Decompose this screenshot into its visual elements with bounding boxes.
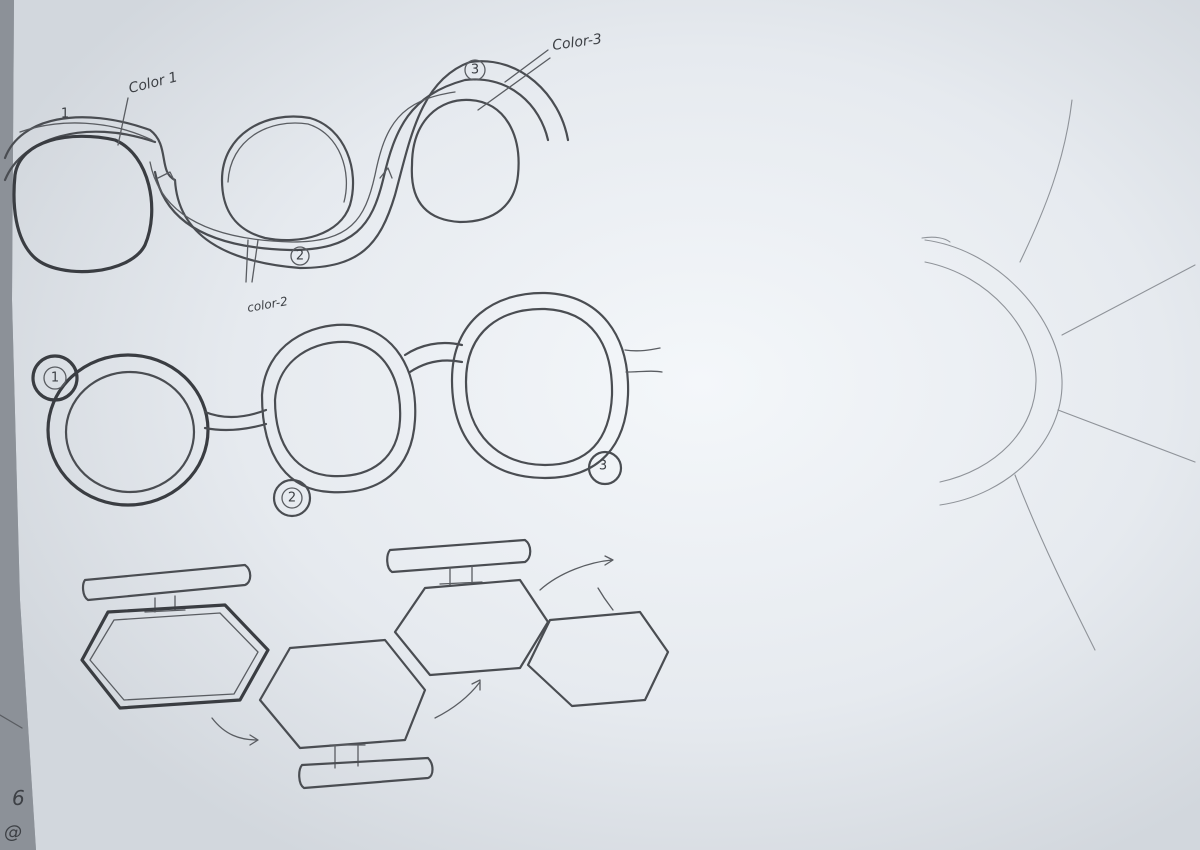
hex-lens-1 (80, 603, 270, 710)
under-sheet-digit: 6 (12, 786, 25, 810)
round-temple-end (624, 347, 663, 373)
wavy-lens-left (12, 134, 154, 274)
wavy-lens-middle-inner (227, 122, 348, 203)
round-lens-left-inner (64, 370, 196, 494)
faint-ray-2 (1061, 264, 1196, 336)
round-part-number-3: 3 (599, 459, 607, 474)
wavy-frame-band-line-2 (19, 122, 153, 141)
wavy-frame-notch-left (157, 171, 176, 183)
under-sheet-mark (0, 714, 23, 729)
round-part-number-1: 1 (51, 371, 59, 386)
round-bridge-2 (403, 341, 464, 374)
round-lens-right-inner (464, 307, 614, 467)
arrow-2 (434, 679, 481, 719)
round-part-number-2: 2 (288, 491, 296, 506)
wavy-frame-notch-right (379, 167, 393, 179)
hexagon-frame-design (80, 538, 670, 790)
wavy-part-marker-2 (290, 246, 310, 266)
hex-bar-top-right (386, 538, 532, 574)
color-1-pointer (117, 97, 129, 146)
hex-lens-4 (526, 610, 670, 708)
wavy-frame-band-line (149, 91, 456, 243)
round-lens-middle-inner (273, 340, 402, 478)
color-2-label: color-2 (246, 294, 289, 315)
color-3-pointer (477, 49, 551, 111)
wavy-part-marker-3 (464, 59, 486, 81)
faint-arc-inner (924, 261, 1037, 483)
faint-arc-outer (924, 239, 1063, 506)
hex-bar-top-left (81, 563, 252, 602)
paper-edge-shadow (0, 0, 36, 850)
round-bridge (203, 408, 268, 432)
round-lens-left-outer (46, 353, 210, 507)
color-2-pointer (245, 239, 259, 283)
arrow-1 (211, 717, 259, 746)
faint-arc-tick (921, 236, 951, 243)
round-tab-2-marker (281, 487, 303, 509)
faint-ray-3 (1057, 409, 1196, 463)
round-tab-1 (31, 354, 79, 402)
arrow-3 (539, 555, 614, 611)
hex-stem-top-right (439, 565, 483, 586)
round-tab-3 (587, 450, 623, 486)
round-tab-2 (272, 478, 312, 518)
wavy-lens-right (410, 98, 520, 224)
under-sheet-digit-2: @ (4, 822, 22, 843)
wavy-part-number-2: 2 (296, 249, 304, 264)
round-tab-1-marker (43, 366, 67, 390)
wavy-part-number-1: 1 (61, 107, 69, 122)
hex-bar-bottom (298, 756, 434, 790)
hex-lens-3 (393, 578, 550, 677)
wavy-frame-inner-band (3, 78, 550, 252)
hex-lens-2 (258, 638, 427, 750)
wavy-lens-middle (220, 115, 355, 242)
wavy-frame-design: Color 1 color-2 Color-3 1 2 3 (3, 31, 603, 315)
faint-ray-1 (1019, 99, 1073, 263)
hex-lens-1-inner (89, 612, 259, 701)
wavy-part-number-3: 3 (471, 63, 479, 78)
round-frame-design: 1 2 3 (31, 291, 663, 518)
faint-ray-4 (1014, 474, 1096, 651)
color-3-label: Color-3 (551, 31, 602, 54)
faint-arc-sketch (921, 99, 1196, 651)
round-lens-right-outer (450, 291, 630, 480)
